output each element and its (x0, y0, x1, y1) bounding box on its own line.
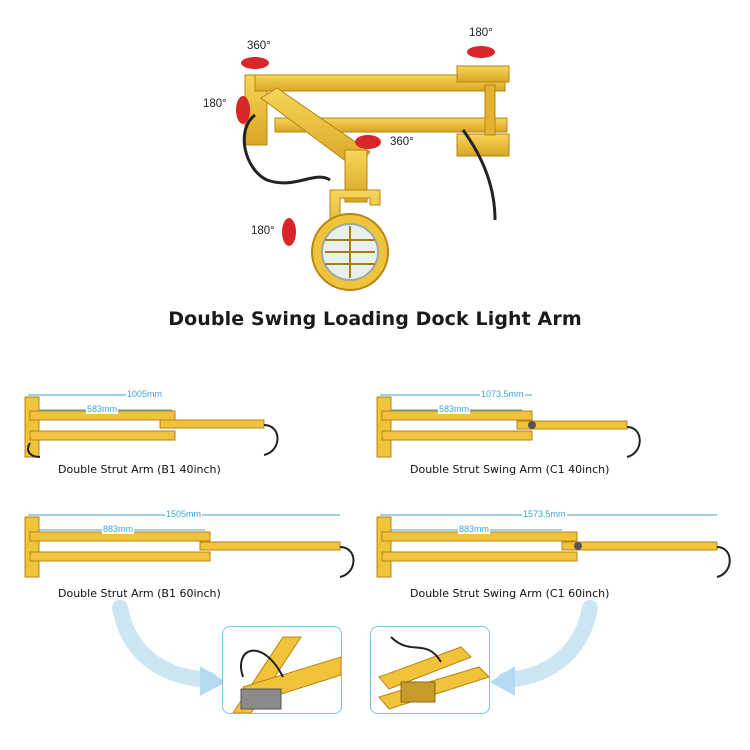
dimension-inner: 883mm (102, 524, 135, 534)
arm-diagram (24, 394, 279, 458)
dimension-inner: 583mm (438, 404, 471, 414)
hinge-detail-illustration (232, 636, 341, 713)
rotation-label: 180° (469, 27, 493, 39)
variant-caption: Double Strut Arm (B1 40inch) (58, 463, 221, 476)
variant-caption: Double Strut Swing Arm (C1 40inch) (410, 463, 610, 476)
variant-caption: Double Strut Arm (B1 60inch) (58, 587, 221, 600)
dimension-total: 1505mm (165, 509, 203, 519)
arrow-left-icon (490, 666, 515, 696)
rotation-label: 360° (247, 40, 271, 52)
swing-hinge-detail-illustration (378, 636, 489, 710)
dimension-inner: 883mm (458, 524, 491, 534)
rotation-label: 180° (251, 225, 275, 237)
variant-b1-60: 1505mm 883mm Double Strut Arm (B1 60inch… (20, 505, 370, 605)
detail-callout-left (222, 626, 342, 714)
detail-callout-right (370, 626, 490, 714)
variant-b1-40: 1005mm 583mm Double Strut Arm (B1 40inch… (20, 385, 300, 485)
page-title: Double Swing Loading Dock Light Arm (168, 308, 582, 330)
dimension-total: 1005mm (126, 389, 164, 399)
light-arm-illustration (236, 46, 510, 291)
rotation-label: 180° (203, 98, 227, 110)
arrow-right-icon (200, 666, 226, 696)
variant-caption: Double Strut Swing Arm (C1 60inch) (410, 587, 610, 600)
dimension-total: 1073.5mm (480, 389, 525, 399)
dimension-inner: 583mm (86, 404, 119, 414)
variant-c1-40: 1073.5mm 583mm Double Strut Swing Arm (C… (372, 385, 672, 485)
rotation-label: 360° (390, 136, 414, 148)
variant-c1-60: 1573.5mm 883mm Double Strut Swing Arm (C… (372, 505, 742, 605)
callout-arrows (112, 600, 598, 696)
dimension-total: 1573.5mm (522, 509, 567, 519)
hero-product-image: 360° 180° 180° 360° 180° (195, 27, 535, 305)
